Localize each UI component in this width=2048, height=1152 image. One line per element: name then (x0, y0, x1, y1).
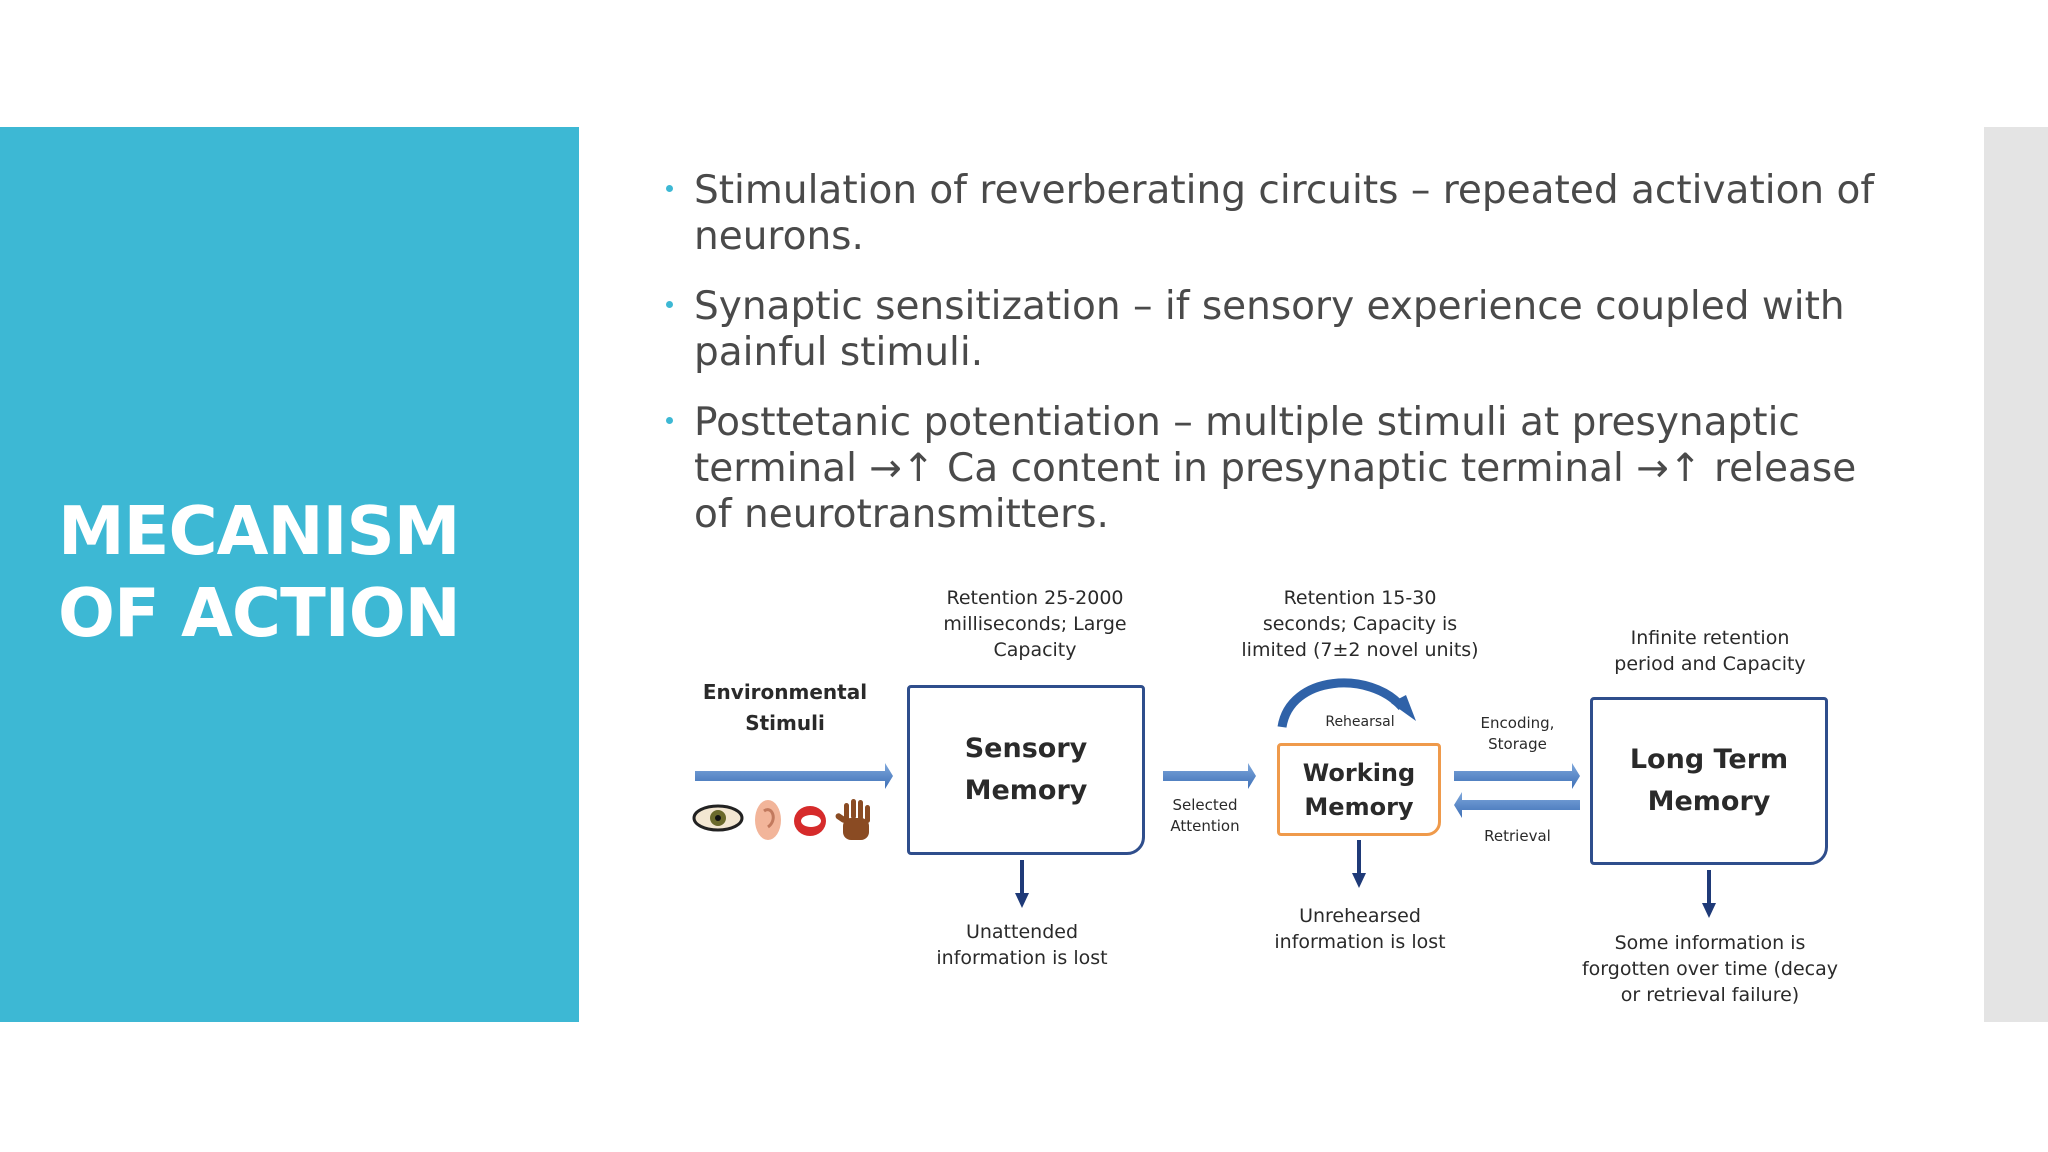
sensory-lost-label: Unattended information is lost (936, 921, 1108, 969)
mouth-icon (794, 806, 826, 836)
right-edge-strip (1984, 127, 2048, 1022)
bullet-text: Posttetanic potentiation – multiple stim… (694, 400, 1857, 537)
encoding-arrow (1454, 763, 1580, 789)
working-down-arrow (1352, 873, 1366, 888)
bullet-item: Posttetanic potentiation – multiple stim… (660, 400, 1900, 538)
long-term-memory-label: Long Term Memory (1629, 744, 1789, 817)
working-retention-label: Retention 15-30 seconds; Capacity is lim… (1241, 587, 1479, 661)
sensory-down-arrow (1015, 893, 1029, 908)
bullet-dot-icon (666, 301, 673, 308)
encoding-storage-label: Encoding, Storage (1480, 714, 1555, 753)
working-memory-box: Working Memory (1277, 743, 1441, 836)
bullet-text: Synaptic sensitization – if sensory expe… (694, 284, 1845, 375)
attention-arrow (1163, 763, 1256, 789)
bullet-item: Stimulation of reverberating circuits – … (660, 168, 1900, 260)
environmental-stimuli-label: Environmental Stimuli (702, 680, 868, 735)
bullet-dot-icon (666, 417, 673, 424)
ltm-lost-label: Some information is forgotten over time … (1581, 932, 1839, 1006)
eye-icon (692, 804, 744, 832)
rehearsal-arrow (1277, 678, 1406, 729)
retrieval-arrow (1454, 792, 1580, 818)
sensory-memory-box: Sensory Memory (907, 685, 1145, 855)
hand-icon (835, 799, 870, 840)
bullet-dot-icon (666, 185, 673, 192)
selected-attention-label: Selected Attention (1170, 796, 1240, 835)
sensory-retention-label: Retention 25-2000 milliseconds; Large Ca… (943, 587, 1127, 661)
rehearsal-label: Rehearsal (1325, 714, 1395, 730)
ltm-retention-label: Infinite retention period and Capacity (1614, 627, 1806, 675)
title-panel (0, 127, 579, 1022)
slide-title: MECANISM OF ACTION (58, 492, 461, 652)
bullet-list: Stimulation of reverberating circuits – … (660, 168, 1900, 562)
memory-model-diagram: Environmental Stimuli Retention 25-2000 … (680, 575, 1870, 1015)
bullet-text: Stimulation of reverberating circuits – … (694, 168, 1875, 259)
diagram-arrows (692, 678, 1716, 918)
sensory-memory-label: Sensory Memory (964, 733, 1088, 806)
working-lost-label: Unrehearsed information is lost (1274, 905, 1446, 953)
ltm-down-arrow (1702, 903, 1716, 918)
retrieval-label: Retrieval (1484, 827, 1551, 845)
input-arrow (695, 763, 893, 789)
ear-icon (755, 800, 781, 840)
working-memory-label: Working Memory (1302, 758, 1416, 821)
long-term-memory-box: Long Term Memory (1590, 697, 1828, 865)
bullet-item: Synaptic sensitization – if sensory expe… (660, 284, 1900, 376)
